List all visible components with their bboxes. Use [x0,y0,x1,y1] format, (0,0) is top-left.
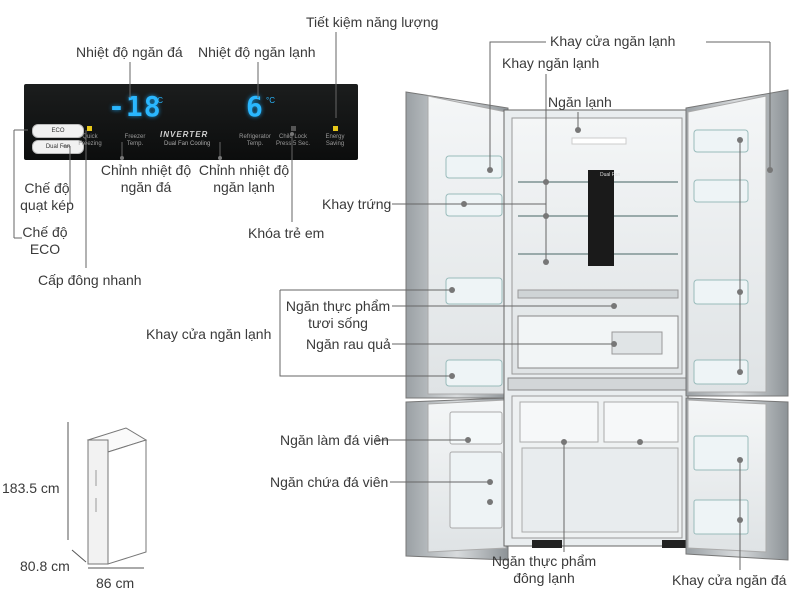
label-child-lock: Khóa trẻ em [248,225,325,241]
label-fridge-compartment: Ngăn lạnh [548,94,612,110]
label-egg-tray: Khay trứng [322,196,392,212]
label-fridge-door-tray-left: Khay cửa ngăn lạnh [146,326,272,342]
eco-button[interactable]: ECO [32,124,84,138]
label-fridge-temp-display: Nhiệt độ ngăn lạnh [198,44,316,60]
child-lock-caption: Child Lock Press 5 Sec. [276,134,311,147]
cabinet [503,109,692,548]
fridge-temp-display: 6 [246,90,264,123]
dimension-width: 86 cm [96,575,135,591]
dimension-depth: 80.8 cm [20,558,70,574]
label-vegetable: Ngăn rau quả [306,336,391,352]
right-upper-door [685,89,789,397]
right-lower-door [685,397,789,561]
dimension-diagram [67,422,148,569]
dimension-height: 183.5 cm [2,480,60,496]
quick-freezing-led [87,126,92,131]
refrigerator-temp-caption: Refrigerator Temp. [239,134,271,147]
label-freezer-door-tray: Khay cửa ngăn đá [672,572,787,588]
control-panel: ECO Dual Fan -18 °C 6 °C Quick Freezing … [24,84,358,160]
label-freezer-temp-display: Nhiệt độ ngăn đá [76,44,183,60]
freezer-temp-display: -18 [108,90,162,123]
label-fridge-tray: Khay ngăn lạnh [502,55,600,71]
dual-fan-cooling-brand: Dual Fan Cooling [164,141,211,147]
inner-display-label: Dual Fan [600,172,621,178]
fridge-unit: °C [266,96,275,105]
leader-dots [120,127,773,523]
left-upper-door [405,91,509,399]
child-lock-led [291,126,296,131]
energy-saving-caption: Energy Saving [325,134,345,147]
dual-fan-button[interactable]: Dual Fan [32,140,84,154]
label-fridge-door-tray-top: Khay cửa ngăn lạnh [550,33,676,49]
energy-saving-led [333,126,338,131]
inverter-brand: INVERTER [160,130,209,139]
freezer-unit: °C [154,96,163,105]
left-lower-door [405,397,509,561]
label-ice-storage: Ngăn chứa đá viên [270,474,389,490]
quick-freezing-caption: Quick Freezing [78,134,102,147]
label-energy-saving: Tiết kiệm năng lượng [306,14,439,30]
label-ice-maker: Ngăn làm đá viên [280,432,389,448]
freezer-temp-caption: Freezer Temp. [124,134,146,147]
label-quick-freeze: Cấp đông nhanh [38,272,142,288]
